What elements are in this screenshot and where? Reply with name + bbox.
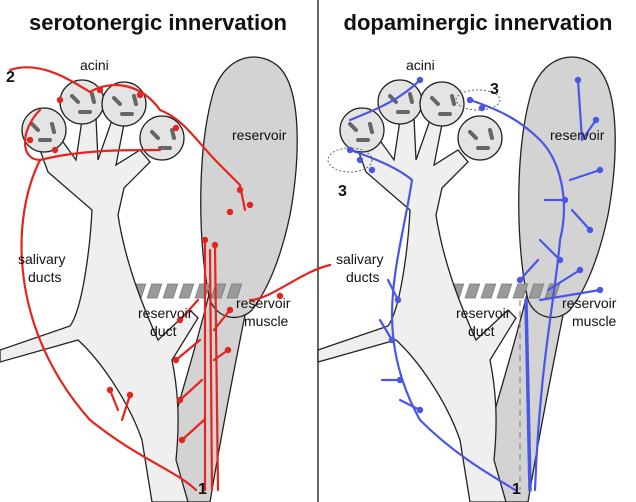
- label-reservoir-muscle-2: muscle: [244, 313, 289, 329]
- label-ducts: ducts: [346, 269, 379, 285]
- label-reservoir-duct-2: duct: [150, 323, 177, 339]
- label-reservoir-duct-1: reservoir: [456, 305, 511, 321]
- label-acini: acini: [406, 57, 435, 73]
- marker-2: 2: [6, 69, 15, 86]
- panel-serotonergic: serotonergic innervation acini reservoir…: [0, 10, 330, 502]
- marker-1: 1: [198, 481, 207, 498]
- label-salivary: salivary: [336, 251, 383, 267]
- label-reservoir-muscle-1: reservoir: [236, 295, 291, 311]
- label-reservoir-muscle-1: reservoir: [562, 295, 617, 311]
- label-reservoir: reservoir: [550, 127, 605, 143]
- label-ducts: ducts: [28, 269, 61, 285]
- label-reservoir-muscle-2: muscle: [572, 313, 617, 329]
- label-salivary: salivary: [18, 251, 65, 267]
- panel-dopaminergic: dopaminergic innervation acini reservoir…: [318, 10, 617, 502]
- panel-title: serotonergic innervation: [29, 10, 287, 35]
- panel-title: dopaminergic innervation: [344, 10, 613, 35]
- label-acini: acini: [80, 57, 109, 73]
- label-reservoir-duct-1: reservoir: [138, 305, 193, 321]
- label-reservoir-duct-2: duct: [468, 323, 495, 339]
- marker-1: 1: [512, 481, 521, 498]
- label-reservoir: reservoir: [232, 127, 287, 143]
- marker-3: 3: [338, 183, 347, 200]
- marker-3: 3: [490, 81, 499, 98]
